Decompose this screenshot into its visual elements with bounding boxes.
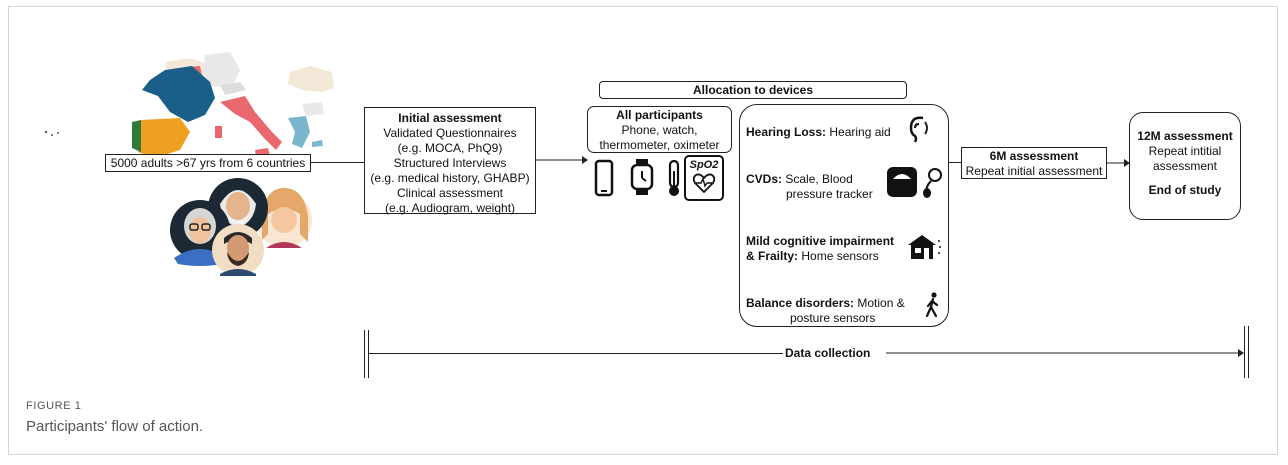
- oximeter-badge: SpO2: [689, 159, 719, 171]
- connector-population-initial: [311, 162, 364, 163]
- condition-balance-device: Motion &: [857, 296, 905, 310]
- timeline-left-bar-2: [368, 330, 369, 378]
- figure-caption: Participants' flow of action.: [26, 418, 204, 435]
- face-bearded-man: [212, 224, 264, 276]
- condition-mci-name-2: & Frailty:: [746, 249, 799, 263]
- condition-balance-row: Balance disorders: Motion &: [746, 296, 905, 311]
- all-participants-line-1: Phone, watch,: [621, 123, 698, 137]
- all-participants-line-2: thermometer, oximeter: [599, 138, 720, 152]
- home-sensor-icon: [908, 235, 941, 259]
- europe-map: [44, 52, 334, 158]
- face-woman-blonde: [256, 188, 312, 248]
- condition-cvd-device-2: pressure tracker: [786, 187, 873, 201]
- timeline-line-left: [369, 353, 783, 354]
- allocation-label: Allocation to devices: [692, 83, 814, 97]
- twelve-month-title: 12M assessment: [1137, 129, 1233, 143]
- map-greek-island: [312, 140, 323, 147]
- condition-mci-row-2: & Frailty: Home sensors: [746, 249, 879, 264]
- condition-cvd-name: CVDs:: [746, 172, 783, 186]
- condition-cvd-row-2: pressure tracker: [786, 187, 873, 202]
- initial-line-1: Validated Questionnaires: [383, 126, 517, 140]
- twelve-month-line-2: assessment: [1152, 159, 1218, 173]
- phone-icon: [594, 159, 614, 197]
- condition-hearing-row: Hearing Loss: Hearing aid: [746, 125, 891, 140]
- map-france: [142, 66, 215, 122]
- map-light-east: [288, 66, 334, 92]
- heart-pulse-icon: [692, 173, 716, 194]
- condition-mci-device: Home sensors: [801, 249, 879, 263]
- end-of-study: End of study: [1148, 183, 1222, 197]
- blood-pressure-icon: [923, 168, 942, 198]
- walking-person-icon: [925, 292, 939, 318]
- condition-cvd-row: CVDs: Scale, Blood: [746, 172, 853, 187]
- condition-hearing-device: Hearing aid: [829, 125, 891, 139]
- initial-line-5: Clinical assessment: [396, 186, 504, 200]
- map-greece: [288, 116, 310, 148]
- hearing-aid-icon: [909, 116, 928, 143]
- figure-label: FIGURE 1: [26, 400, 82, 412]
- timeline-right-bar-2: [1248, 326, 1249, 378]
- initial-line-2: (e.g. MOCA, PhQ9): [397, 141, 503, 155]
- map-austria: [220, 82, 246, 95]
- map-bulgaria: [302, 102, 324, 116]
- timeline-right-bar-1: [1244, 326, 1245, 378]
- map-portugal: [132, 120, 141, 152]
- initial-assessment-title: Initial assessment: [398, 111, 502, 125]
- initial-line-6: (e.g. Audiogram, weight): [384, 201, 516, 215]
- face-old-man: [208, 178, 268, 238]
- map-spain: [138, 118, 190, 158]
- arrow-6m-to-12m: [1107, 159, 1130, 167]
- conditions-box: [739, 104, 949, 327]
- six-month-line: Repeat initial assessment: [965, 164, 1103, 178]
- all-participants-box: All participants Phone, watch, thermomet…: [587, 106, 732, 153]
- initial-line-4: (e.g. medical history, GHABP): [370, 171, 530, 185]
- initial-assessment-box: Initial assessment Validated Questionnai…: [364, 107, 536, 215]
- six-month-box: 6M assessment Repeat initial assessment: [961, 147, 1107, 179]
- initial-line-3: Structured Interviews: [393, 156, 507, 170]
- map-sardinia: [215, 126, 222, 138]
- condition-hearing-name: Hearing Loss:: [746, 125, 827, 139]
- timeline-left-bar-1: [364, 330, 365, 378]
- map-italy: [220, 96, 282, 150]
- twelve-month-line-1: Repeat intitial: [1148, 144, 1222, 158]
- condition-mci-row: Mild cognitive impairment: [746, 234, 894, 249]
- thermometer-icon: [668, 159, 680, 196]
- condition-balance-name: Balance disorders:: [746, 296, 855, 310]
- condition-cvd-device: Scale, Blood: [785, 172, 853, 186]
- arrow-initial-to-devices: [536, 156, 588, 164]
- oximeter-icon: SpO2: [684, 155, 724, 201]
- condition-balance-row-2: posture sensors: [790, 311, 875, 326]
- all-participants-title: All participants: [616, 108, 703, 122]
- watch-icon: [630, 159, 654, 195]
- timeline-line-right: [886, 349, 1244, 357]
- participants-illustration: [170, 178, 312, 276]
- devices-icons: [594, 159, 680, 197]
- condition-balance-device-2: posture sensors: [790, 311, 876, 325]
- twelve-month-box: 12M assessment Repeat intitial assessmen…: [1129, 112, 1241, 220]
- data-collection-label: Data collection: [785, 346, 871, 360]
- connector-conditions-6m: [949, 162, 961, 163]
- six-month-title: 6M assessment: [989, 149, 1079, 163]
- scale-icon: [887, 167, 942, 198]
- population-label: 5000 adults >67 yrs from 6 countries: [110, 156, 306, 170]
- map-germany: [203, 52, 240, 88]
- condition-mci-name: Mild cognitive impairment: [746, 234, 895, 248]
- allocation-box: Allocation to devices: [599, 81, 907, 99]
- population-box: 5000 adults >67 yrs from 6 countries: [105, 154, 311, 172]
